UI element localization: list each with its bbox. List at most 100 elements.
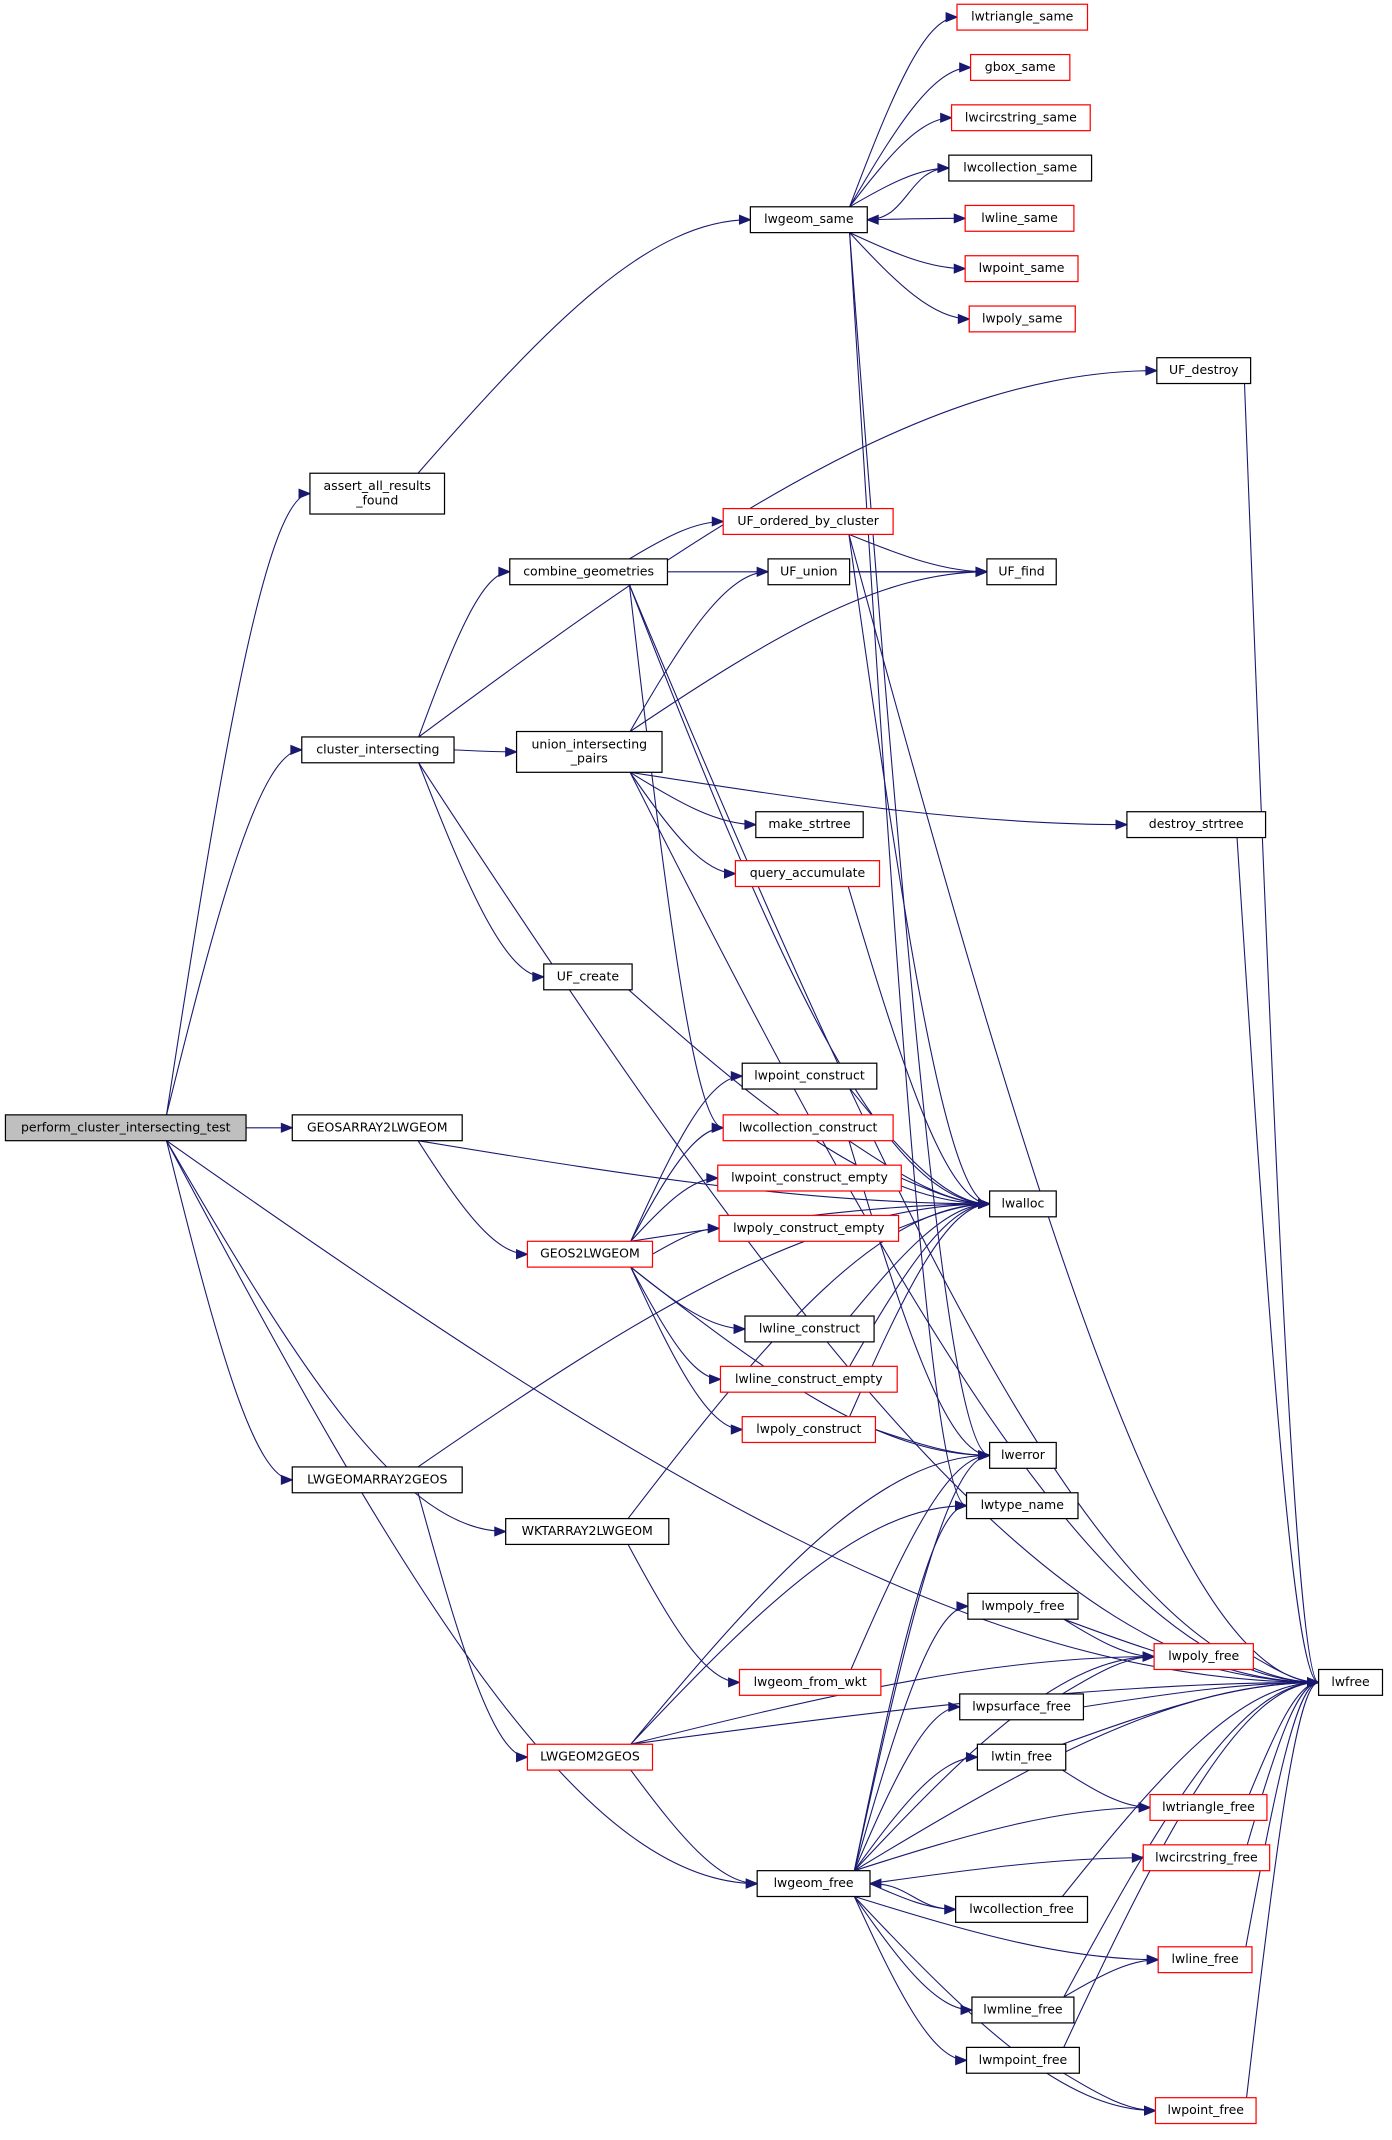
node-label: combine_geometries bbox=[523, 563, 654, 578]
node-label: lwpoly_free bbox=[1168, 1648, 1239, 1663]
node-box bbox=[719, 1365, 898, 1393]
node-box bbox=[1142, 1844, 1271, 1872]
arrowhead-icon bbox=[505, 746, 519, 758]
node-gbox_same[interactable]: gbox_same bbox=[969, 53, 1071, 81]
node-lwcollection_construct[interactable]: lwcollection_construct bbox=[722, 1114, 894, 1142]
edge-UF_ordered_by_cluster-to-lwfree bbox=[848, 534, 1319, 1683]
edge-union_intersecting_pairs-to-UF_union bbox=[629, 571, 769, 732]
node-lwfree[interactable]: lwfree bbox=[1317, 1668, 1384, 1696]
edge-lwmline_free-to-lwline_free bbox=[1063, 1959, 1159, 1998]
node-lwgeom_from_wkt[interactable]: lwgeom_from_wkt bbox=[738, 1668, 882, 1696]
arrowhead-icon bbox=[1115, 819, 1129, 830]
node-lwpoly_construct[interactable]: lwpoly_construct bbox=[741, 1416, 877, 1444]
node-box bbox=[964, 204, 1075, 232]
node-label: UF_create bbox=[557, 968, 620, 983]
node-combine_geometries[interactable]: combine_geometries bbox=[509, 558, 669, 586]
node-label: UF_ordered_by_cluster bbox=[737, 513, 879, 528]
node-lwmpoly_free[interactable]: lwmpoly_free bbox=[967, 1592, 1079, 1620]
node-UF_destroy[interactable]: UF_destroy bbox=[1156, 357, 1252, 385]
node-UF_ordered_by_cluster[interactable]: UF_ordered_by_cluster bbox=[722, 507, 894, 536]
node-WKTARRAY2LWGEOM[interactable]: WKTARRAY2LWGEOM bbox=[505, 1517, 670, 1546]
node-label: destroy_strtree bbox=[1149, 816, 1244, 831]
edge-union_intersecting_pairs-to-destroy_strtree bbox=[629, 771, 1127, 826]
edge-UF_ordered_by_cluster-to-UF_find bbox=[848, 533, 987, 573]
node-lwpoly_free[interactable]: lwpoly_free bbox=[1153, 1643, 1254, 1671]
node-box bbox=[989, 1441, 1057, 1469]
arrowhead-icon bbox=[948, 1701, 962, 1713]
node-query_accumulate[interactable]: query_accumulate bbox=[734, 860, 881, 888]
node-LWGEOM2GEOS[interactable]: LWGEOM2GEOS bbox=[526, 1743, 654, 1771]
node-lwpoint_construct_empty[interactable]: lwpoint_construct_empty bbox=[717, 1164, 902, 1192]
node-perform_cluster_intersecting_test[interactable]: perform_cluster_intersecting_test bbox=[4, 1114, 247, 1142]
node-box bbox=[744, 1315, 875, 1343]
node-lwcircstring_free[interactable]: lwcircstring_free bbox=[1142, 1844, 1271, 1872]
node-label: LWGEOMARRAY2GEOS bbox=[307, 1471, 447, 1486]
node-lwmline_free[interactable]: lwmline_free bbox=[971, 1996, 1075, 2024]
node-lwalloc[interactable]: lwalloc bbox=[989, 1190, 1057, 1218]
node-label: lwgeom_same bbox=[764, 211, 854, 226]
node-label: lwpsurface_free bbox=[972, 1698, 1071, 1713]
arrowhead-icon bbox=[959, 62, 973, 73]
node-cluster_intersecting[interactable]: cluster_intersecting bbox=[301, 736, 455, 764]
node-lwline_free[interactable]: lwline_free bbox=[1157, 1946, 1253, 1974]
edge-LWGEOMARRAY2GEOS-to-LWGEOM2GEOS bbox=[417, 1492, 528, 1758]
node-lwtin_free[interactable]: lwtin_free bbox=[976, 1743, 1067, 1771]
edge-GEOS2LWGEOM-to-lwpoint_construct_empty bbox=[630, 1177, 718, 1242]
node-label: perform_cluster_intersecting_test bbox=[21, 1119, 231, 1134]
arrowhead-icon bbox=[1146, 1954, 1160, 1965]
node-assert_all_results_found[interactable]: assert_all_results_found bbox=[309, 472, 446, 515]
node-lwpoly_same[interactable]: lwpoly_same bbox=[968, 305, 1076, 333]
node-lwpoint_construct[interactable]: lwpoint_construct bbox=[741, 1062, 878, 1090]
edge-union_intersecting_pairs-to-make_strtree bbox=[629, 771, 756, 826]
node-lwgeom_free[interactable]: lwgeom_free bbox=[756, 1870, 871, 1898]
node-box bbox=[965, 2046, 1080, 2074]
node-lwtype_name[interactable]: lwtype_name bbox=[965, 1492, 1079, 1520]
edge-LWGEOM2GEOS-to-lwerror bbox=[630, 1454, 990, 1745]
node-label: lwpoly_construct bbox=[756, 1421, 861, 1436]
node-box bbox=[1317, 1668, 1384, 1696]
node-lwcollection_same[interactable]: lwcollection_same bbox=[948, 154, 1093, 182]
node-label: lwline_free bbox=[1172, 1951, 1239, 1966]
edge-lwline_free-to-lwfree bbox=[1245, 1681, 1319, 1947]
edge-perform_cluster_intersecting_test-to-cluster_intersecting bbox=[165, 749, 302, 1115]
edge-GEOS2LWGEOM-to-lwpoint_construct bbox=[630, 1075, 743, 1242]
node-lwpoint_same[interactable]: lwpoint_same bbox=[964, 255, 1079, 283]
arrowhead-icon bbox=[965, 1752, 979, 1763]
node-box bbox=[959, 1693, 1085, 1721]
node-box bbox=[971, 1996, 1075, 2024]
node-lwcollection_free[interactable]: lwcollection_free bbox=[955, 1895, 1089, 1923]
node-lwtriangle_same[interactable]: lwtriangle_same bbox=[956, 3, 1089, 31]
node-union_intersecting_pairs[interactable]: union_intersecting_pairs bbox=[515, 730, 663, 773]
node-GEOS2LWGEOM[interactable]: GEOS2LWGEOM bbox=[526, 1240, 654, 1268]
edge-cluster_intersecting-to-UF_destroy bbox=[418, 370, 1157, 738]
node-destroy_strtree[interactable]: destroy_strtree bbox=[1126, 811, 1267, 839]
node-label: _pairs bbox=[570, 751, 608, 766]
node-lwline_same[interactable]: lwline_same bbox=[964, 204, 1075, 232]
node-box bbox=[976, 1743, 1067, 1771]
node-lwpoint_free[interactable]: lwpoint_free bbox=[1154, 2097, 1257, 2125]
edge-lwgeom_same-to-lwpoint_same bbox=[849, 232, 966, 270]
node-lwcircstring_same[interactable]: lwcircstring_same bbox=[950, 104, 1091, 132]
node-LWGEOMARRAY2GEOS[interactable]: LWGEOMARRAY2GEOS bbox=[291, 1466, 463, 1494]
node-label: lwfree bbox=[1331, 1674, 1370, 1689]
edge-cluster_intersecting-to-UF_create bbox=[418, 762, 544, 978]
node-UF_create[interactable]: UF_create bbox=[543, 963, 633, 991]
arrowhead-icon bbox=[280, 1474, 294, 1486]
node-lwline_construct_empty[interactable]: lwline_construct_empty bbox=[719, 1365, 898, 1393]
node-UF_union[interactable]: UF_union bbox=[767, 558, 851, 586]
node-box bbox=[968, 305, 1076, 333]
node-lwmpoint_free[interactable]: lwmpoint_free bbox=[965, 2046, 1080, 2074]
edge-GEOSARRAY2LWGEOM-to-GEOS2LWGEOM bbox=[417, 1140, 528, 1255]
node-make_strtree[interactable]: make_strtree bbox=[755, 811, 864, 839]
node-lwpsurface_free[interactable]: lwpsurface_free bbox=[959, 1693, 1085, 1721]
node-lwpoly_construct_empty[interactable]: lwpoly_construct_empty bbox=[718, 1214, 900, 1242]
arrowhead-icon bbox=[730, 1070, 744, 1082]
node-lwerror[interactable]: lwerror bbox=[989, 1441, 1057, 1469]
node-lwgeom_same[interactable]: lwgeom_same bbox=[749, 206, 868, 234]
node-GEOSARRAY2LWGEOM[interactable]: GEOSARRAY2LWGEOM bbox=[291, 1114, 463, 1142]
node-box bbox=[309, 472, 446, 515]
edge-lwgeom_free-to-lwmline_free bbox=[853, 1896, 972, 2011]
node-lwline_construct[interactable]: lwline_construct bbox=[744, 1315, 875, 1343]
node-UF_find[interactable]: UF_find bbox=[986, 558, 1057, 586]
node-lwtriangle_free[interactable]: lwtriangle_free bbox=[1149, 1793, 1268, 1821]
